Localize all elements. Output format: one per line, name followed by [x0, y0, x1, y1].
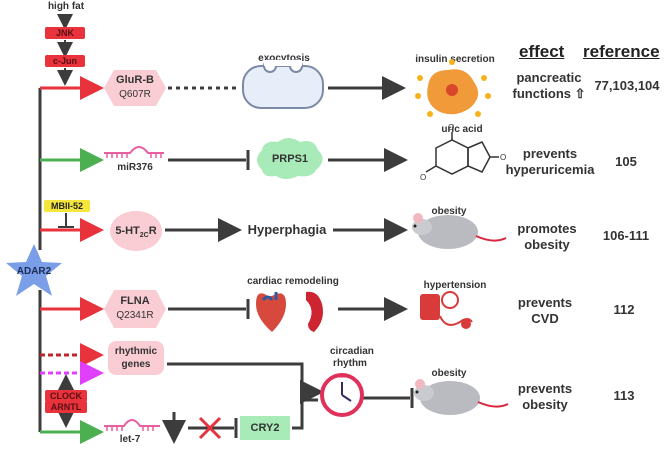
- reference-row-5: 113: [613, 388, 635, 403]
- effect-row-5: prevents obesity: [502, 381, 588, 413]
- effect-row-4: prevents CVD: [502, 295, 588, 327]
- flna-label: FLNA: [120, 295, 150, 307]
- high-fat-label: high fat: [47, 1, 85, 12]
- glurb-label: GluR-B: [116, 74, 154, 86]
- c-jun-tag: c-Jun: [45, 55, 85, 67]
- ht2cr-target: 5-HT2CR: [110, 211, 162, 251]
- effect-header: effect: [519, 42, 565, 61]
- effect-row-3: promotes obesity: [502, 221, 592, 253]
- prps1-label: PRPS1: [271, 153, 309, 165]
- glurb-sub: Q607R: [119, 89, 151, 100]
- mir376-label: miR376: [117, 162, 153, 173]
- svg-text:O: O: [420, 173, 426, 182]
- uric-acid-label: uric acid: [441, 124, 483, 135]
- cry2-box: CRY2: [240, 416, 290, 440]
- effect-4-line2: CVD: [531, 311, 559, 326]
- svg-text:O: O: [448, 123, 454, 132]
- reference-header: reference: [583, 42, 660, 61]
- arntl-tag: ARNTL: [45, 401, 87, 413]
- obesity-label-2: obesity: [431, 368, 467, 379]
- cardiac-remodeling-label: cardiac remodeling: [247, 276, 339, 287]
- ht2cr-sub: 2C: [139, 232, 149, 240]
- flna-target: FLNA Q2341R: [104, 290, 166, 328]
- effect-row-1: pancreatic functions ⇧: [502, 70, 596, 102]
- rhythmic-genes-box: rhythmic genes: [108, 341, 164, 375]
- hypertension-label: hypertension: [423, 280, 487, 291]
- reference-row-3: 106-111: [602, 228, 650, 243]
- effect-1-line2: functions ⇧: [512, 86, 586, 101]
- clock-tag: CLOCK: [45, 390, 87, 402]
- effect-5-line2: obesity: [522, 397, 568, 412]
- hyperphagia-label: Hyperphagia: [247, 222, 327, 237]
- svg-text:O: O: [500, 153, 506, 162]
- effect-1-line1: pancreatic: [516, 70, 582, 85]
- effect-2-line1: prevents: [522, 146, 578, 161]
- effect-3-line1: promotes: [517, 221, 577, 236]
- jnk-tag: JNK: [45, 27, 85, 39]
- ht2cr-label: 5-HT: [115, 225, 140, 237]
- reference-row-2: 105: [615, 154, 637, 169]
- mbii-52-tag: MBII-52: [44, 200, 90, 212]
- let7-label: let-7: [119, 434, 141, 445]
- effect-2-line2: hyperuricemia: [505, 162, 595, 177]
- effect-row-2: prevents hyperuricemia: [500, 146, 600, 178]
- reference-row-4: 112: [613, 302, 635, 317]
- exocytosis-label: exocytosis: [258, 53, 310, 64]
- obesity-label-1: obesity: [431, 206, 467, 217]
- circadian-rhythm-label: circadian rhythm: [330, 346, 374, 369]
- glurb-target: GluR-B Q607R: [104, 70, 166, 106]
- effect-4-line1: prevents: [517, 295, 573, 310]
- insulin-secretion-label: insulin secretion: [415, 54, 495, 65]
- reference-row-1: 77,103,104: [594, 78, 660, 93]
- ht2cr-end: R: [148, 225, 157, 237]
- flna-sub: Q2341R: [116, 310, 154, 321]
- effect-3-line2: obesity: [524, 237, 570, 252]
- effect-5-line1: prevents: [517, 381, 573, 396]
- adar2-label: ADAR2: [16, 266, 52, 277]
